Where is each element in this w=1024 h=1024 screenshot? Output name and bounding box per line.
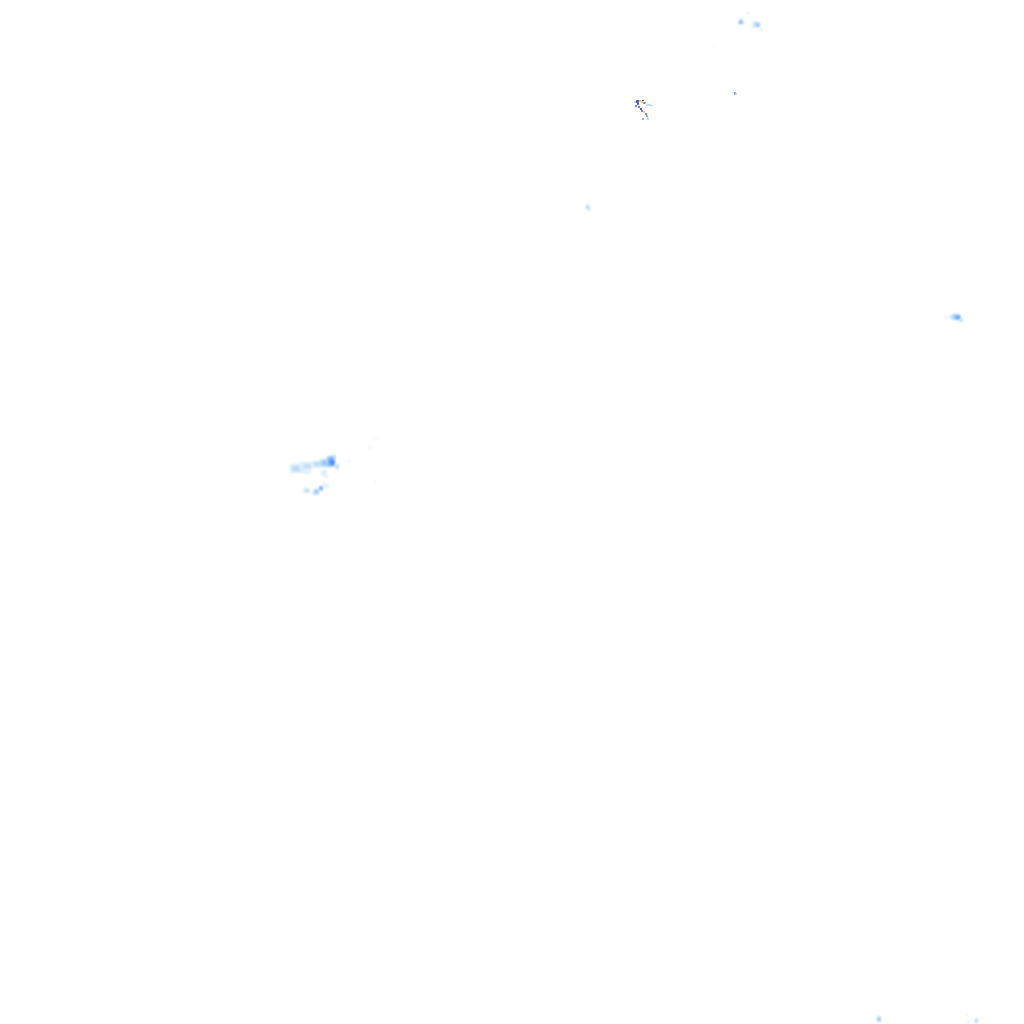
radar-echo-pixel bbox=[755, 24, 760, 27]
radar-echo-pixel bbox=[735, 93, 737, 95]
radar-echo-pixel bbox=[323, 483, 325, 485]
radar-echo-pixel bbox=[739, 21, 742, 24]
radar-echo-pixel bbox=[739, 19, 743, 22]
radar-echo-pixel bbox=[315, 490, 318, 493]
radar-echo-pixel bbox=[303, 470, 311, 474]
radar-echo-pixel bbox=[333, 455, 336, 458]
radar-echo-pixel bbox=[646, 115, 648, 117]
radar-echo-pixel bbox=[975, 1021, 977, 1023]
radar-echo-pixel bbox=[331, 461, 334, 464]
radar-echo-pixel bbox=[643, 102, 646, 104]
radar-echo-pixel bbox=[314, 462, 320, 466]
radar-echo-pixel bbox=[646, 104, 651, 106]
radar-echo-pixel bbox=[369, 447, 371, 449]
radar-echo-pixel bbox=[586, 206, 589, 209]
radar-echo-pixel bbox=[956, 316, 960, 319]
radar-echo-pixel bbox=[292, 466, 300, 471]
radar-echo-pixel bbox=[325, 484, 329, 488]
radar-echo-pixel bbox=[305, 489, 309, 492]
radar-echo-pixel bbox=[634, 101, 637, 103]
radar-echo-pixel bbox=[642, 100, 644, 101]
radar-echo-pixel bbox=[638, 106, 640, 108]
radar-echo-pixel bbox=[335, 464, 339, 469]
radar-echo-pixel bbox=[588, 208, 590, 211]
radar-echo-pixel bbox=[641, 101, 643, 103]
radar-echo-pixel bbox=[959, 318, 963, 322]
radar-echo-pixel bbox=[320, 487, 322, 489]
radar-echo-pixel bbox=[760, 29, 762, 31]
radar-echo-pixel bbox=[967, 1020, 970, 1023]
radar-echo-pixel bbox=[637, 103, 639, 105]
radar-echo-pixel bbox=[753, 22, 760, 25]
radar-echo-pixel bbox=[348, 460, 350, 462]
radar-echo-pixel bbox=[587, 204, 589, 206]
radar-echo-pixel bbox=[752, 25, 755, 27]
radar-echo-pixel bbox=[375, 437, 377, 439]
radar-echo-pixel bbox=[742, 22, 744, 24]
radar-echo-pixel bbox=[975, 1018, 978, 1022]
radar-echo-pixel bbox=[636, 100, 639, 103]
radar-echo-pixel bbox=[642, 118, 644, 120]
radar-echo-pixel bbox=[321, 470, 327, 476]
radar-echo-pixel bbox=[643, 111, 645, 113]
radar-echo-pixel bbox=[966, 1014, 968, 1016]
radar-echo-pixel bbox=[715, 48, 716, 49]
radar-echo-pixel bbox=[944, 316, 952, 318]
radar-echo-pixel bbox=[641, 110, 643, 112]
radar-echo-pixel bbox=[878, 1018, 880, 1021]
radar-echo-pixel bbox=[747, 12, 749, 14]
radar-echo-pixel bbox=[639, 100, 641, 102]
radar-echo-pixel bbox=[324, 474, 328, 478]
radar-echo-pixel bbox=[647, 117, 649, 120]
radar-echo-pixel bbox=[322, 461, 327, 465]
radar-echo-pixel bbox=[645, 113, 647, 115]
radar-echo-pixel bbox=[640, 108, 642, 110]
radar-echo-pixel bbox=[635, 105, 637, 107]
radar-echo-pixel bbox=[712, 46, 714, 47]
radar-echo-pixel bbox=[374, 481, 376, 483]
radar-echo-pixel bbox=[304, 464, 311, 468]
radar-echo-pixel bbox=[650, 105, 653, 106]
